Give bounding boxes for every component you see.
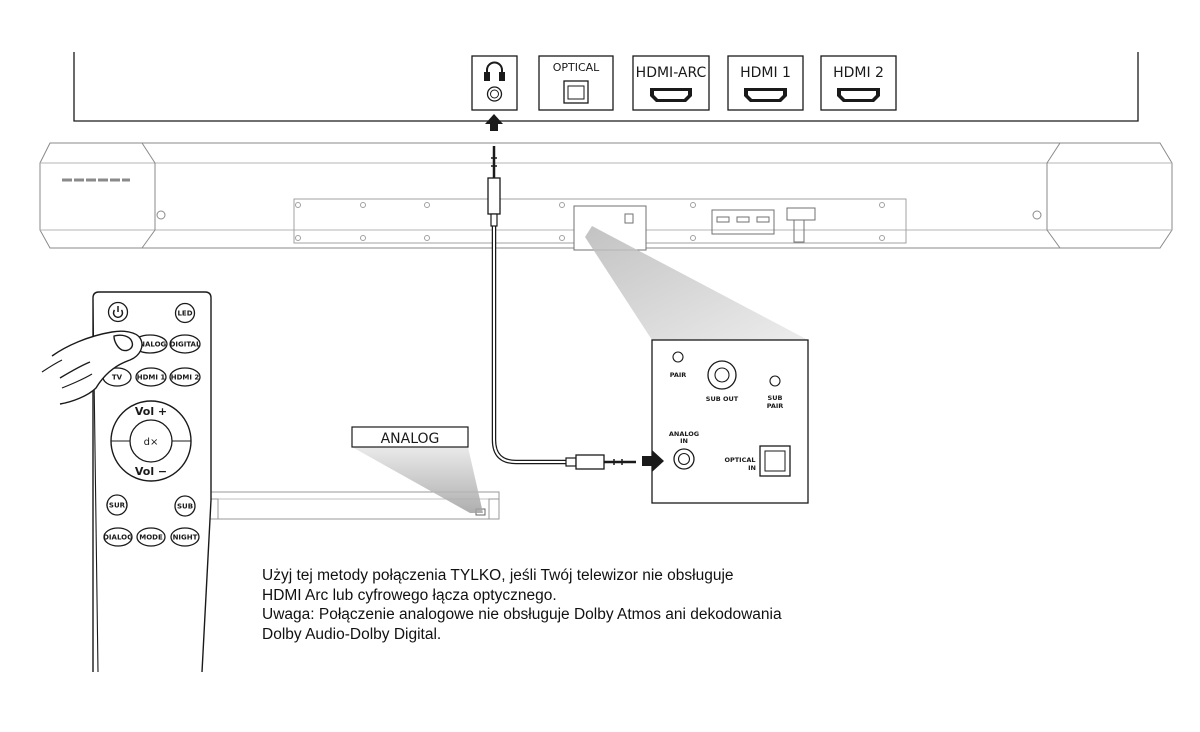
optical-in-label-1: OPTICAL [724,456,755,464]
note-line-1: Użyj tej metody połączenia TYLKO, jeśli … [262,567,734,584]
note-line-4: Dolby Audio-Dolby Digital. [262,625,442,643]
remote-power-button[interactable] [107,301,129,323]
tv-hdmi1-label: HDMI 1 [740,65,791,81]
remote-sur-label: (SUR) [106,502,129,510]
remote-led-label: LED [177,310,192,318]
rear-panel-closeup: PAIR SUB OUT SUB PAIR ANALOG IN OPTICAL … [651,339,809,504]
tv-hdmi1-port: HDMI 1 [727,55,804,111]
sub-out-label: SUB OUT [706,395,739,403]
note-line-2: HDMI Arc lub cyfrowego łącza optycznego. [262,586,557,604]
tv-hdmi-arc-label: HDMI-ARC [636,65,707,81]
tv-hdmi2-label: HDMI 2 [833,65,884,81]
remote-mute-button[interactable]: d× [144,437,159,448]
remote-vol-up-label: Vol + [135,405,167,418]
remote-sur-button[interactable]: (SUR) [106,494,129,516]
remote-hdmi2-label: HDMI 2 [171,374,200,382]
remote-hdmi1-button[interactable]: HDMI 1 [135,367,167,387]
remote-tv-label: TV [112,374,123,382]
aux-cable [487,146,636,470]
right-arrow-icon [642,450,664,472]
sub-pair-label-1: SUB [768,394,783,402]
soundbar [39,142,1173,251]
tv-optical-port: OPTICAL [538,55,614,111]
analog-callout: ANALOG [351,426,469,448]
remote-dialog-label: DIALOG [103,534,133,542]
instruction-note: Użyj tej metody połączenia TYLKO, jeśli … [262,566,882,644]
remote-analog-label: ANALOG [134,341,167,349]
remote-night-label: NIGHT [173,534,198,542]
remote-dialog-button[interactable]: DIALOG [103,527,133,547]
remote-digital-label: DIGITAL [170,341,201,349]
tv-optical-label: OPTICAL [553,61,600,74]
analog-callout-beam [352,447,483,513]
remote-control: LED ANALOG DIGITAL TV HDMI 1 HDMI 2 [92,291,212,673]
remote-night-button[interactable]: NIGHT [170,527,200,547]
sub-pair-label-2: PAIR [767,402,784,410]
tv-back-panel [73,52,1139,122]
power-icon [112,306,124,319]
headphones-icon [484,61,505,81]
pair-label: PAIR [670,371,687,379]
analog-in-label-2: IN [680,437,688,445]
remote-sub-button[interactable]: SUB [174,495,196,517]
analog-in-label-1: ANALOG [669,430,699,438]
remote-hdmi2-button[interactable]: HDMI 2 [169,367,201,387]
tv-hdmi-arc-port: HDMI-ARC [632,55,710,111]
remote-mode-label: MODE [139,534,163,542]
zoom-beam [585,226,808,340]
analog-callout-label: ANALOG [381,431,440,447]
remote-sub-label: SUB [177,503,193,511]
remote-volume-ring [110,400,192,482]
remote-mode-button[interactable]: MODE [136,527,166,547]
remote-digital-button[interactable]: DIGITAL [169,334,201,354]
hand-icon [41,330,143,405]
remote-mute-label: d× [144,437,159,448]
tv-headphone-port [471,55,518,111]
optical-in-label-2: IN [748,464,756,472]
analog-in-jack [673,448,695,470]
remote-led-button[interactable]: LED [174,302,196,324]
up-arrow-icon [485,114,503,131]
remote-hdmi1-label: HDMI 1 [137,374,166,382]
tv-hdmi2-port: HDMI 2 [820,55,897,111]
note-line-3: Uwaga: Połączenie analogowe nie obsługuj… [262,606,782,623]
remote-vol-up-button[interactable]: Vol + [135,405,167,418]
remote-vol-down-button[interactable]: Vol − [135,465,167,478]
remote-vol-down-label: Vol − [135,465,167,478]
